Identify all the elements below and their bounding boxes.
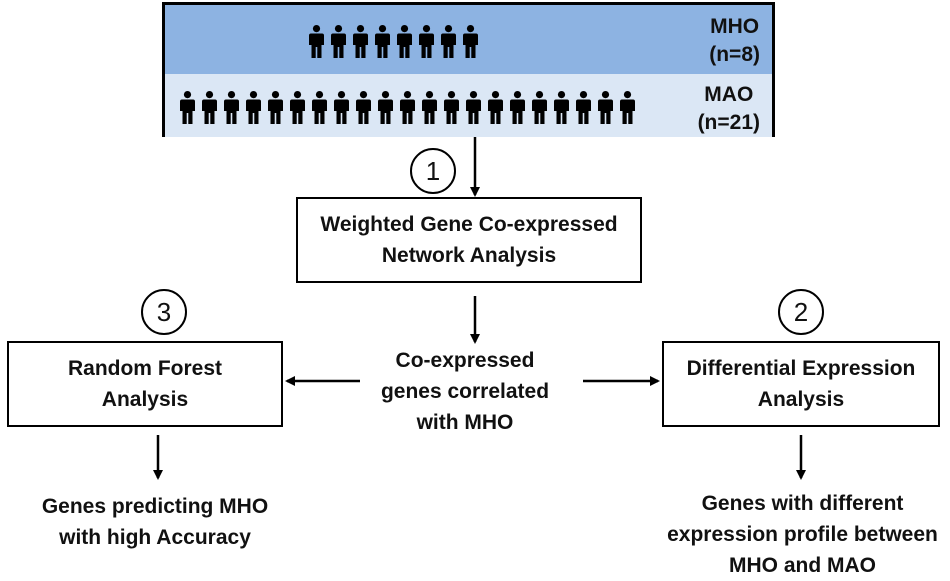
wgcna-label: Weighted Gene Co-expressed Network Analy… bbox=[320, 213, 618, 267]
step-3-badge: 3 bbox=[141, 289, 187, 335]
person-icon bbox=[444, 91, 459, 124]
random-forest-box: Random Forest Analysis bbox=[7, 341, 283, 427]
person-icon bbox=[463, 25, 478, 58]
person-icon bbox=[356, 91, 371, 124]
person-icon bbox=[466, 91, 481, 124]
rf-output-text: Genes predicting MHO with high Accuracy bbox=[41, 495, 269, 549]
step-1-badge: 1 bbox=[410, 148, 456, 194]
person-icon bbox=[180, 91, 195, 124]
person-icon bbox=[334, 91, 349, 124]
random-forest-label: Random Forest Analysis bbox=[67, 357, 222, 411]
person-icon bbox=[422, 91, 437, 124]
step-2-badge: 2 bbox=[778, 289, 824, 335]
person-icon bbox=[312, 91, 327, 124]
mho-band: MHO (n=8) bbox=[165, 5, 772, 74]
person-icon bbox=[554, 91, 569, 124]
person-icon bbox=[353, 25, 368, 58]
person-icon bbox=[375, 25, 390, 58]
mho-name: MHO bbox=[710, 15, 760, 38]
wgcna-box: Weighted Gene Co-expressed Network Analy… bbox=[296, 197, 642, 283]
person-icon bbox=[510, 91, 525, 124]
person-icon bbox=[224, 91, 239, 124]
person-icon bbox=[576, 91, 591, 124]
cohort-panel: MHO (n=8) MAO (n=21) bbox=[162, 2, 775, 137]
person-icon bbox=[598, 91, 613, 124]
person-icon bbox=[400, 91, 415, 124]
person-icon bbox=[331, 25, 346, 58]
mho-count: (n=8) bbox=[709, 43, 760, 66]
person-icon bbox=[620, 91, 635, 124]
differential-expression-box: Differential Expression Analysis bbox=[662, 341, 940, 427]
mao-label: MAO (n=21) bbox=[698, 81, 760, 137]
person-icon bbox=[378, 91, 393, 124]
person-icon bbox=[397, 25, 412, 58]
de-output-text: Genes with different expression profile … bbox=[667, 492, 938, 577]
mao-band: MAO (n=21) bbox=[165, 74, 772, 137]
person-icon bbox=[246, 91, 261, 124]
person-icon bbox=[488, 91, 503, 124]
mao-count: (n=21) bbox=[697, 111, 760, 134]
person-icon bbox=[419, 25, 434, 58]
person-icon bbox=[202, 91, 217, 124]
mao-people-row bbox=[180, 91, 635, 124]
person-icon bbox=[309, 25, 324, 58]
person-icon bbox=[532, 91, 547, 124]
person-icon bbox=[290, 91, 305, 124]
mho-people-row bbox=[309, 25, 478, 58]
mao-name: MAO bbox=[704, 83, 754, 106]
person-icon bbox=[441, 25, 456, 58]
mho-label: MHO (n=8) bbox=[709, 13, 760, 69]
coexpressed-genes-text: Co-expressed genes correlated with MHO bbox=[380, 349, 550, 434]
differential-expression-label: Differential Expression Analysis bbox=[686, 357, 916, 411]
person-icon bbox=[268, 91, 283, 124]
